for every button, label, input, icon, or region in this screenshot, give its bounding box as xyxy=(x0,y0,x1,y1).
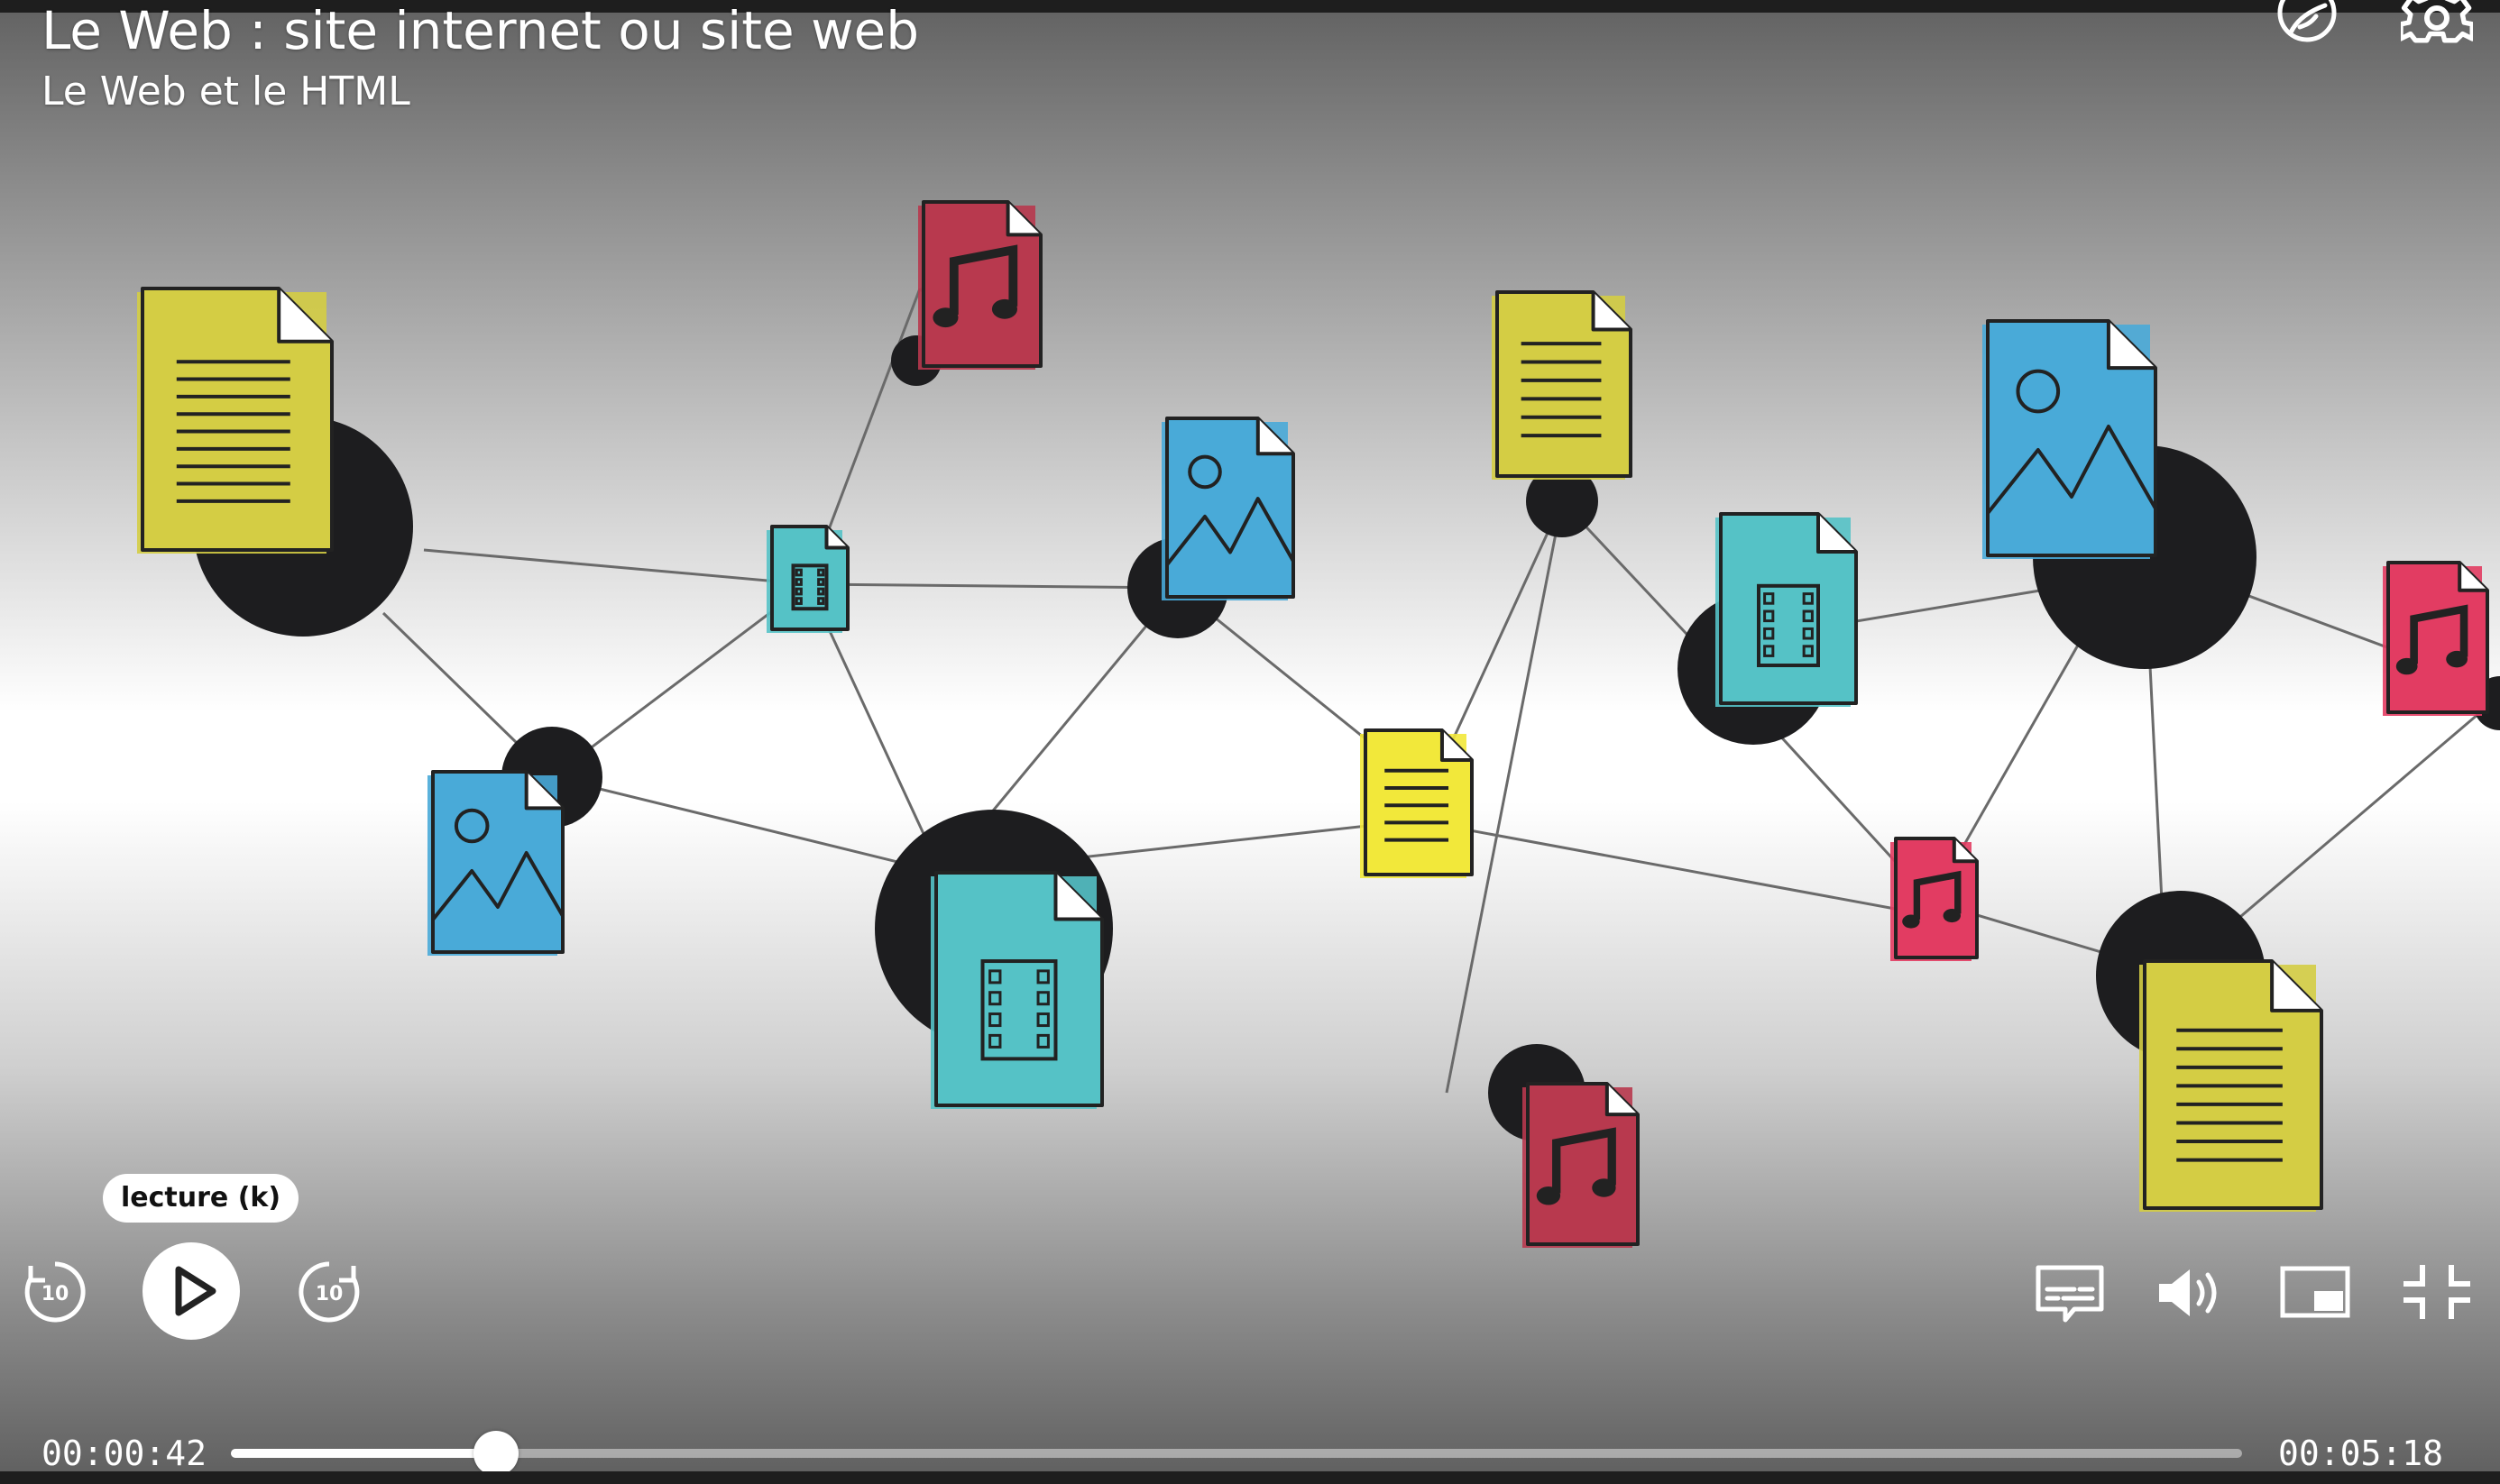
network-edge xyxy=(551,582,809,779)
progress-track[interactable] xyxy=(231,1449,2242,1458)
video-subtitle: Le Web et le HTML xyxy=(41,69,410,115)
play-button[interactable] xyxy=(141,1241,242,1342)
progress-fill xyxy=(231,1449,497,1458)
exit-fullscreen-button[interactable] xyxy=(2403,1264,2471,1320)
text-file-icon xyxy=(2139,959,2323,1212)
video-title: Le Web : site internet ou site web xyxy=(41,0,920,61)
volume-icon xyxy=(2159,1269,2217,1316)
text-file-icon xyxy=(137,287,334,554)
progress-bar[interactable] xyxy=(231,1431,2242,1476)
image-file-icon xyxy=(1162,417,1295,600)
rewind-seconds-label: 10 xyxy=(41,1283,69,1305)
forward-seconds-label: 10 xyxy=(316,1283,344,1305)
picture-in-picture-button[interactable] xyxy=(2280,1266,2350,1318)
network-files xyxy=(137,200,2489,1248)
network-edge xyxy=(1415,819,1906,912)
rewind-10-button[interactable]: 10 xyxy=(23,1260,87,1324)
bottom-edge xyxy=(0,1471,2500,1484)
text-file-icon xyxy=(1492,290,1632,480)
play-icon xyxy=(175,1266,216,1316)
network-edge xyxy=(423,548,809,586)
image-file-icon xyxy=(1982,319,2157,559)
network-edge xyxy=(1445,500,1564,1094)
music-file-icon xyxy=(2383,561,2489,716)
current-time: 00:00:42 xyxy=(41,1434,207,1473)
music-file-icon xyxy=(1522,1082,1640,1248)
video-file-icon xyxy=(767,525,850,633)
leaf-icon[interactable] xyxy=(2271,0,2343,54)
network-edge xyxy=(807,582,1179,590)
subtitles-button[interactable] xyxy=(2035,1264,2105,1324)
network-edge xyxy=(551,775,942,875)
video-file-icon xyxy=(1715,512,1858,707)
exit-fullscreen-icon xyxy=(2403,1265,2470,1319)
subtitles-icon xyxy=(2036,1265,2104,1323)
network-node xyxy=(1526,465,1598,537)
progress-thumb[interactable] xyxy=(473,1431,519,1476)
top-edge xyxy=(0,0,2500,13)
forward-10-icon: 10 xyxy=(299,1261,360,1323)
gear-icon[interactable] xyxy=(2401,0,2473,54)
video-file-icon xyxy=(931,871,1104,1109)
duration-time: 00:05:18 xyxy=(2278,1434,2444,1473)
text-file-icon xyxy=(1360,728,1474,878)
music-file-icon xyxy=(1890,837,1979,961)
music-file-icon xyxy=(918,200,1043,370)
play-tooltip: lecture (k) xyxy=(103,1174,299,1223)
forward-10-button[interactable]: 10 xyxy=(298,1260,361,1324)
image-file-icon xyxy=(427,770,565,956)
picture-in-picture-icon xyxy=(2280,1266,2350,1318)
volume-button[interactable] xyxy=(2155,1266,2222,1320)
rewind-10-icon: 10 xyxy=(24,1261,86,1323)
